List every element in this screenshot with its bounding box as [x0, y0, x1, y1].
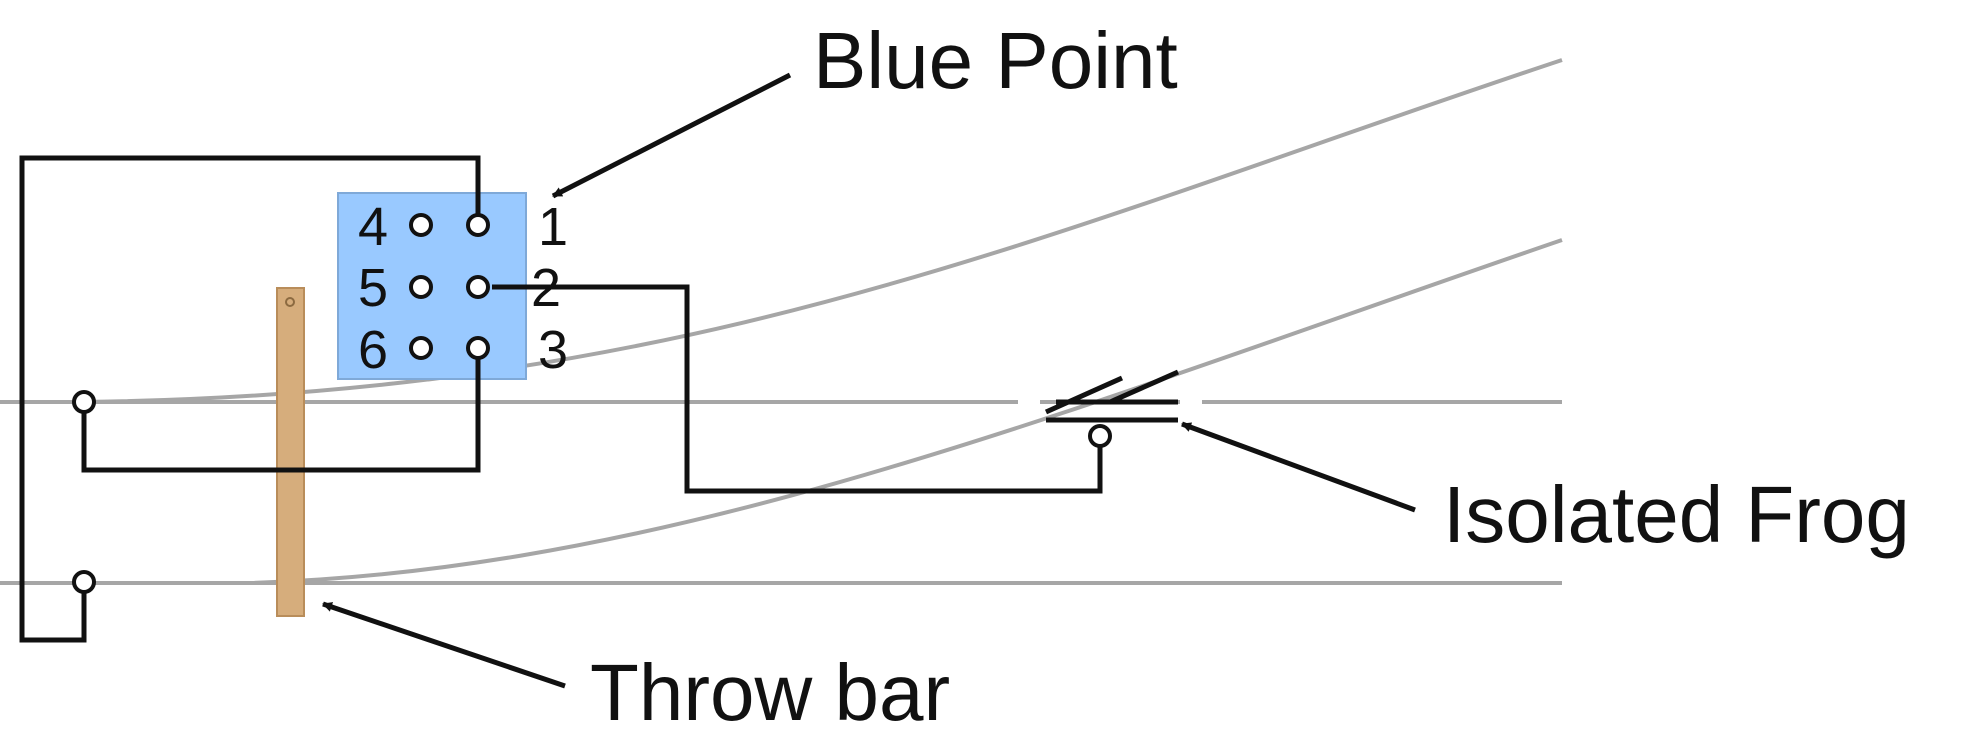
pin-2-label: 2 [531, 258, 561, 318]
pin-1-terminal [466, 213, 490, 237]
pin-3-terminal [466, 336, 490, 360]
pin-1-label: 1 [538, 197, 568, 257]
terminals [72, 213, 1112, 594]
pin-2-terminal [466, 275, 490, 299]
isolated-frog-label: Isolated Frog [1443, 470, 1910, 559]
rails [0, 58, 1563, 585]
frog-gap-clear-a [1018, 388, 1040, 418]
isolated-frog-arrow [1181, 421, 1416, 513]
wire-pin3-to-top-rail [81, 345, 481, 473]
isolated-frog [1018, 369, 1202, 423]
frog-feeder-terminal [1088, 424, 1112, 448]
blue-point-arrow [551, 72, 792, 199]
throw-bar [276, 287, 305, 617]
wire-pin1-to-bottom-rail [19, 155, 481, 643]
blue-point-label: Blue Point [813, 16, 1178, 105]
top-rail-feeder-terminal [72, 390, 96, 414]
callout-arrows [322, 72, 1416, 689]
wire-pin2-to-frog [492, 284, 1103, 494]
pin-4-label: 4 [358, 197, 388, 257]
frog-gap-clear-b [1180, 378, 1202, 408]
throw-bar-pivot [285, 297, 295, 307]
bottom-rail-feeder-terminal [72, 570, 96, 594]
wires [19, 155, 1103, 643]
pin-6-terminal [409, 336, 433, 360]
pin-4-terminal [409, 213, 433, 237]
frog-rail-mark-d [1108, 369, 1180, 405]
diverging-rail-inner [249, 238, 1563, 585]
pin-6-label: 6 [358, 320, 388, 380]
throw-bar-label: Throw bar [590, 648, 950, 737]
pin-numbers: 4 5 6 1 2 3 [358, 197, 568, 380]
diverging-rail-outer [79, 58, 1563, 404]
throw-bar-arrow [322, 601, 566, 689]
pin-5-terminal [409, 275, 433, 299]
pin-5-label: 5 [358, 258, 388, 318]
pin-3-label: 3 [538, 320, 568, 380]
frog-rail-mark-a [1044, 375, 1124, 415]
